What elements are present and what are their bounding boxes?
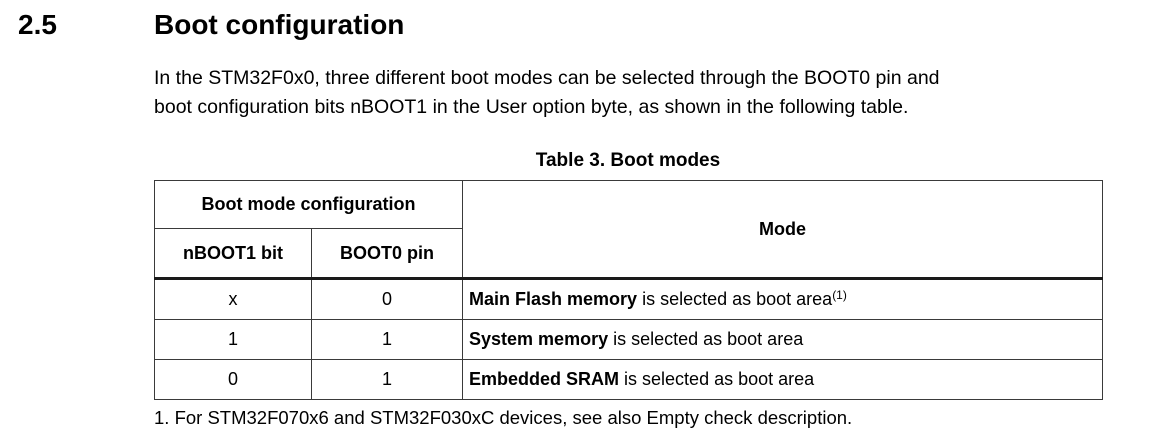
section-title: Boot configuration xyxy=(154,9,405,40)
intro-paragraph: In the STM32F0x0, three different boot m… xyxy=(154,64,1144,122)
table-caption: Table 3. Boot modes xyxy=(535,150,721,171)
section-number: 2.5 xyxy=(18,9,57,40)
nboot1-cell: 1 xyxy=(154,319,312,360)
table-row: 0 1 Embedded SRAM is selected as boot ar… xyxy=(154,359,1104,400)
mode-cell: Main Flash memory is selected as boot ar… xyxy=(462,278,1104,320)
mode-cell: System memory is selected as boot area xyxy=(462,319,1104,360)
mode-description: is selected as boot area xyxy=(608,329,804,349)
boot0-cell: 0 xyxy=(310,278,464,320)
table-row: 1 1 System memory is selected as boot ar… xyxy=(154,319,1104,360)
mode-cell: Embedded SRAM is selected as boot area xyxy=(462,359,1104,400)
mode-memory-name: Embedded SRAM xyxy=(469,369,620,389)
boot0-cell: 1 xyxy=(310,359,464,400)
boot-modes-table: Boot mode configuration Mode nBOOT1 bit … xyxy=(153,180,1104,400)
mode-description: is selected as boot area xyxy=(637,289,833,309)
table-row: x 0 Main Flash memory is selected as boo… xyxy=(154,278,1104,320)
boot0-pin-header: BOOT0 pin xyxy=(310,228,464,280)
nboot1-bit-header: nBOOT1 bit xyxy=(154,228,312,280)
intro-line-1: In the STM32F0x0, three different boot m… xyxy=(154,67,940,89)
mode-memory-name: System memory xyxy=(469,329,609,349)
nboot1-cell: 0 xyxy=(154,359,312,400)
mode-memory-name: Main Flash memory xyxy=(469,289,638,309)
mode-header: Mode xyxy=(462,180,1104,280)
mode-description: is selected as boot area xyxy=(619,369,815,389)
intro-line-2: boot configuration bits nBOOT1 in the Us… xyxy=(154,96,909,118)
boot-mode-configuration-header: Boot mode configuration xyxy=(153,180,464,229)
nboot1-cell: x xyxy=(154,278,312,320)
boot0-cell: 1 xyxy=(310,319,464,360)
footnote-reference: (1) xyxy=(832,288,847,302)
table-footnote: 1. For STM32F070x6 and STM32F030xC devic… xyxy=(154,407,853,428)
